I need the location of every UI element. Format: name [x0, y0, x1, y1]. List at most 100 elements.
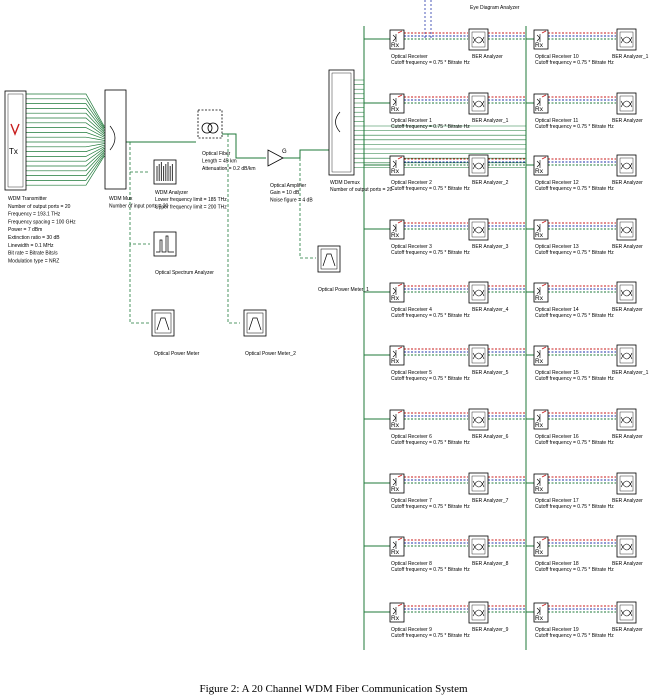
receiver-name: Optical Receiver 19 — [535, 627, 579, 633]
optical-receiver — [389, 29, 405, 50]
photodiode-icon — [536, 34, 541, 42]
power-meter-label: Optical Power Meter — [154, 351, 200, 357]
amplifier-label: Gain = 10 dB — [270, 190, 300, 196]
light-arrow-icon — [397, 94, 403, 98]
ber-analyzer-name: BER Analyzer — [612, 244, 643, 250]
ber-screen — [619, 411, 634, 428]
fiber-label: Attenuation = 0.2 dB/km — [202, 166, 256, 172]
ber-analyzer-name: BER Analyzer_4 — [472, 307, 509, 313]
power-meter-face — [320, 248, 338, 270]
light-arrow-icon — [397, 346, 403, 350]
rx-icon: Rx — [535, 358, 544, 365]
eye-diagram-icon — [472, 162, 485, 170]
power-meter-curve-icon — [322, 253, 336, 267]
eye-diagram-icon — [472, 36, 485, 44]
light-arrow-icon — [397, 474, 403, 478]
optical-receiver — [533, 602, 549, 623]
ber-screen — [619, 221, 634, 238]
photodiode-icon — [536, 98, 541, 106]
optical-receiver — [533, 409, 549, 430]
wire-layer — [26, 0, 616, 650]
optical-receiver — [389, 602, 405, 623]
rx-icon: Rx — [391, 486, 400, 493]
rx-icon: Rx — [535, 295, 544, 302]
tap-to-power-meter-1 — [299, 158, 316, 259]
ber-analyzer — [616, 408, 637, 431]
tap-to-power-meter — [129, 244, 150, 324]
ber-analyzer-name: BER Analyzer — [612, 627, 643, 633]
photodiode-icon — [536, 541, 541, 549]
optical-receiver — [389, 155, 405, 176]
ber-analyzer — [468, 408, 489, 431]
ber-analyzer-name: BER Analyzer_3 — [472, 244, 509, 250]
eye-diagram-icon — [620, 416, 633, 424]
receiver-name: Optical Receiver 4 — [391, 307, 432, 313]
receiver-cutoff: Cutoff frequency = 0.75 * Bitrate Hz — [391, 186, 470, 192]
wdm-transmitter — [4, 90, 27, 191]
ber-analyzer — [616, 218, 637, 241]
light-arrow-icon — [541, 283, 547, 287]
transmitter-parameter: Power = 7 dBm — [8, 227, 42, 233]
ber-analyzer-name: BER Analyzer — [612, 307, 643, 313]
demux-label: Number of output ports = 20 — [330, 187, 393, 193]
ber-screen — [619, 347, 634, 364]
ber-analyzer-name: BER Analyzer_7 — [472, 498, 509, 504]
photodiode-icon — [536, 160, 541, 168]
photodiode-icon — [392, 541, 397, 549]
optical-receiver — [389, 219, 405, 240]
eye-diagram-icon — [620, 352, 633, 360]
eye-diagram-icon — [620, 162, 633, 170]
rx-icon: Rx — [535, 168, 544, 175]
ber-screen — [471, 95, 486, 112]
receiver-cutoff: Cutoff frequency = 0.75 * Bitrate Hz — [535, 567, 614, 573]
light-arrow-icon — [541, 410, 547, 414]
transmitter-output-fiber — [26, 136, 110, 141]
receiver-cutoff: Cutoff frequency = 0.75 * Bitrate Hz — [391, 440, 470, 446]
rx-icon: Rx — [391, 106, 400, 113]
power-meter-2-label: Optical Power Meter_2 — [245, 351, 296, 357]
photodiode-icon — [536, 287, 541, 295]
receiver-name: Optical Receiver 7 — [391, 498, 432, 504]
photodiode-icon — [392, 224, 397, 232]
ber-analyzer — [468, 218, 489, 241]
photodiode-icon — [536, 478, 541, 486]
receiver-name: Optical Receiver 2 — [391, 180, 432, 186]
eye-diagram-icon — [620, 543, 633, 551]
ber-screen — [471, 221, 486, 238]
eye-diagram-icon — [472, 100, 485, 108]
ber-analyzer-name: BER Analyzer — [612, 118, 643, 124]
ber-screen — [471, 411, 486, 428]
tap-to-power-meter-2 — [227, 134, 240, 324]
eye-diagram-icon — [620, 609, 633, 617]
amplifier-to-demux — [283, 149, 330, 159]
eye-diagram-icon — [472, 543, 485, 551]
rx-icon: Rx — [391, 615, 400, 622]
optical-power-meter-2 — [243, 309, 267, 337]
rx-icon: Rx — [391, 358, 400, 365]
fiber-label: Optical Fiber — [202, 151, 231, 157]
amplifier-gain-icon: G — [282, 149, 287, 155]
mux-label: Number of input ports = 20 — [109, 204, 169, 210]
optical-receiver — [389, 536, 405, 557]
top-partial-label: Eye Diagram Analyzer — [470, 5, 520, 11]
power-meter-face — [154, 312, 172, 334]
transmitter-parameter: Modulation type = NRZ — [8, 258, 59, 264]
ber-analyzer-name: BER Analyzer — [472, 54, 503, 60]
ber-analyzer-name: BER Analyzer_9 — [472, 627, 509, 633]
ber-analyzer — [468, 92, 489, 115]
transmitter-tx-icon: Tx — [9, 147, 18, 156]
figure-caption: Figure 2: A 20 Channel WDM Fiber Communi… — [199, 683, 468, 695]
photodiode-icon — [536, 350, 541, 358]
eye-diagram-icon — [472, 226, 485, 234]
transmitter-parameter: Linewidth = 0.1 MHz — [8, 243, 54, 249]
ber-analyzer-name: BER Analyzer — [612, 498, 643, 504]
receiver-cutoff: Cutoff frequency = 0.75 * Bitrate Hz — [391, 567, 470, 573]
demux-label: WDM Demux — [330, 180, 360, 186]
ber-analyzer-name: BER Analyzer_1 — [472, 118, 509, 124]
transmitter-parameter: Frequency = 193.1 THz — [8, 212, 61, 218]
transmitter-parameter: Number of output ports = 20 — [8, 204, 71, 210]
optical-receiver — [533, 536, 549, 557]
light-arrow-icon — [397, 410, 403, 414]
light-arrow-icon — [541, 220, 547, 224]
